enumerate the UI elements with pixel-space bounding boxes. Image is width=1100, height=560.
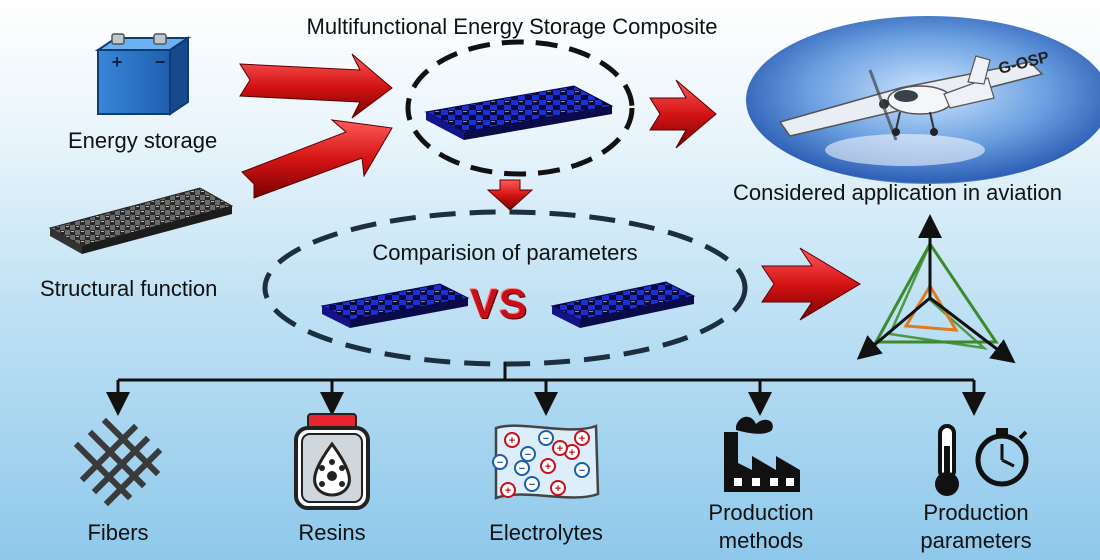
- arrow-energy-to-composite-icon: [239, 53, 393, 119]
- resins-icon: [294, 413, 370, 510]
- cation-marker: [540, 458, 556, 474]
- factory-icon: [724, 416, 800, 492]
- ion-charge-sign: −: [543, 433, 549, 445]
- arrow-structure-to-composite-icon: [241, 119, 393, 199]
- ion-charge-sign: +: [569, 447, 575, 459]
- battery-minus-sign: −: [155, 52, 166, 72]
- arrow-composite-to-application-icon: [649, 79, 717, 149]
- composite-dashed-ellipse: [405, 39, 635, 177]
- cation-marker: [552, 440, 568, 456]
- electrolytes-icon: +−+−+−+−+−+−+: [492, 424, 600, 500]
- ion-charge-sign: +: [505, 485, 511, 497]
- blue-composite-plate-right-icon: [550, 281, 696, 328]
- parameter-label-production-methods-line1: Production: [708, 500, 814, 525]
- blue-composite-plate-icon: [424, 85, 614, 140]
- diagram-title: Multifunctional Energy Storage Composite: [306, 14, 718, 39]
- fibers-icon: [73, 417, 163, 507]
- energy-storage-label: Energy storage: [68, 128, 218, 153]
- cation-marker: [550, 480, 566, 496]
- anion-marker: [492, 454, 508, 470]
- vs-label: VS: [470, 280, 529, 327]
- parameter-tree-connector: [106, 362, 986, 416]
- cation-marker: [574, 430, 590, 446]
- ion-charge-sign: −: [529, 479, 535, 491]
- ion-charge-sign: −: [579, 465, 585, 477]
- anion-marker: [520, 446, 536, 462]
- ion-charge-sign: +: [509, 435, 515, 447]
- carbon-fiber-plate-icon: [48, 187, 234, 254]
- parameter-label-production-parameters-line2: parameters: [920, 528, 1032, 553]
- stopwatch-icon: [975, 428, 1029, 487]
- comparison-label: Comparision of parameters: [372, 240, 638, 265]
- electrolyte-ions: +−+−+−+−+−+−+: [492, 430, 590, 498]
- thermometer-icon: [935, 424, 959, 496]
- radar-triangle-icon: [856, 214, 1016, 364]
- ion-charge-sign: +: [579, 433, 585, 445]
- anion-marker: [514, 460, 530, 476]
- structural-function-label: Structural function: [40, 276, 218, 301]
- parameter-label-electrolytes: Electrolytes: [489, 520, 603, 545]
- parameter-label-fibers: Fibers: [87, 520, 149, 545]
- parameter-label-resins: Resins: [298, 520, 366, 545]
- anion-marker: [574, 462, 590, 478]
- blue-composite-plate-left-icon: [320, 283, 470, 328]
- ion-charge-sign: −: [525, 449, 531, 461]
- anion-marker: [538, 430, 554, 446]
- cation-marker: [500, 482, 516, 498]
- cation-marker: [504, 432, 520, 448]
- ion-charge-sign: +: [545, 461, 551, 473]
- arrow-comparison-to-triangle-icon: [761, 247, 861, 321]
- ion-charge-sign: +: [555, 483, 561, 495]
- battery-plus-sign: +: [112, 52, 123, 72]
- ion-charge-sign: −: [519, 463, 525, 475]
- battery-icon: + −: [94, 33, 192, 116]
- aircraft-photo: G-OSP: [746, 16, 1100, 184]
- ion-charge-sign: +: [557, 443, 563, 455]
- arrow-down-to-comparison-icon: [486, 179, 534, 211]
- anion-marker: [524, 476, 540, 492]
- parameter-label-production-parameters-line1: Production: [923, 500, 1029, 525]
- ion-charge-sign: −: [497, 457, 503, 469]
- parameter-label-production-methods-line2: methods: [718, 528, 804, 553]
- application-label: Considered application in aviation: [733, 180, 1062, 205]
